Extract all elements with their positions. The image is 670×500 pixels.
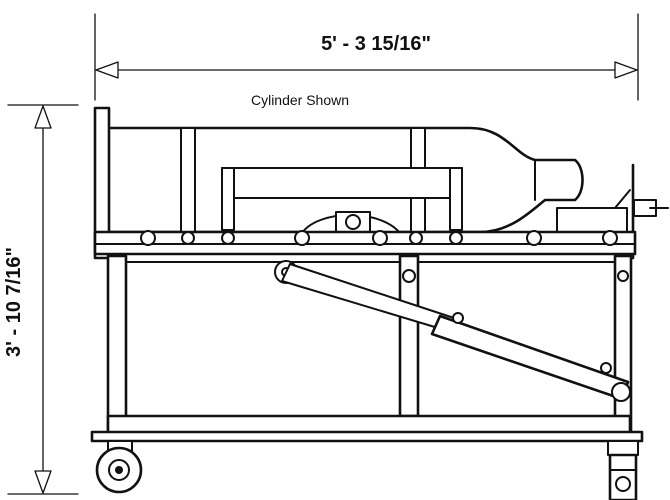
lift-mechanism	[274, 260, 631, 402]
width-arrow-left	[95, 61, 119, 79]
width-dimension: 5' - 3 15/16"	[94, 13, 639, 101]
wheel-axle	[115, 466, 123, 474]
cylinder-fitting	[600, 362, 612, 374]
base-plate	[90, 430, 644, 443]
pivot-pin	[345, 214, 361, 230]
handle-bar	[221, 167, 463, 199]
head-plate	[93, 106, 111, 260]
caster-mount	[607, 440, 639, 456]
handle-post-right	[449, 167, 463, 231]
cylinder-pivot	[611, 382, 631, 402]
width-dimension-label: 5' - 3 15/16"	[321, 33, 431, 55]
rail-bolt	[140, 230, 156, 246]
lift-arm	[281, 263, 455, 332]
rail-bolt	[372, 230, 388, 246]
right-leg	[613, 254, 633, 436]
caster-wheel	[615, 476, 631, 492]
height-arrow-top	[34, 105, 52, 129]
rail-bolt	[181, 231, 195, 245]
top-rail	[93, 230, 637, 263]
rail-bolt	[602, 230, 618, 246]
height-dimension-label: 3' - 10 7/16"	[3, 247, 25, 357]
rail-bolt	[449, 231, 463, 245]
rail-bolt	[526, 230, 542, 246]
width-arrow-right	[614, 61, 638, 79]
right-caster	[607, 440, 639, 500]
height-dimension: 3' - 10 7/16"	[3, 104, 79, 495]
rail-bolt	[409, 231, 423, 245]
cylinder-shown-label: Cylinder Shown	[251, 92, 349, 108]
cylinder-strap-left	[180, 127, 196, 233]
height-arrow-bottom	[34, 470, 52, 494]
handle-post-left	[221, 167, 235, 231]
cylinder-fitting	[452, 312, 464, 324]
rail-bolt	[221, 231, 235, 245]
leg-bolt	[617, 270, 629, 282]
handle	[221, 167, 463, 231]
left-leg	[106, 254, 128, 436]
frame	[90, 254, 644, 443]
left-caster	[95, 440, 143, 494]
rail-bolt	[294, 230, 310, 246]
hydraulic-cylinder	[430, 314, 630, 401]
post-bolt	[402, 269, 416, 283]
rail-bolts	[140, 230, 618, 246]
bracket-strut	[614, 189, 631, 209]
